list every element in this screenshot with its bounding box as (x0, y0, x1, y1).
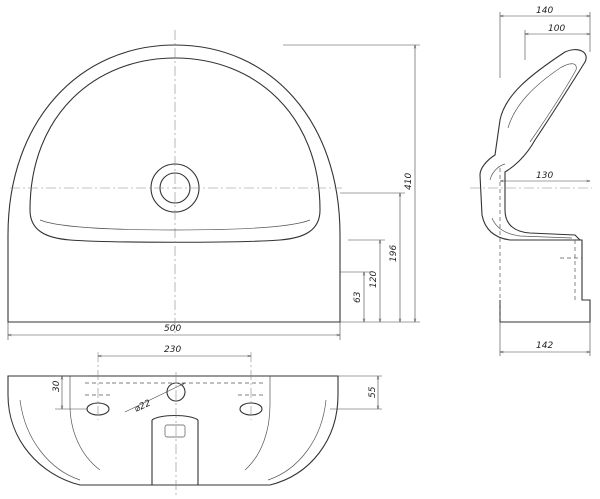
dim-label-120: 120 (369, 271, 379, 288)
dim-label-196: 196 (389, 245, 399, 262)
dim-label-55: 55 (368, 386, 378, 398)
side-profile-inner (489, 63, 577, 239)
side-view: 140 100 130 142 (470, 6, 592, 356)
top-drain-slot (164, 424, 186, 438)
dim-label-width: 500 (164, 324, 181, 334)
basin-outer-outline (7, 44, 341, 323)
dim-label-63: 63 (353, 291, 363, 303)
side-hidden-lines (499, 168, 582, 322)
front-view: 500 410 196 120 63 (7, 30, 420, 340)
top-inner-outline (69, 376, 271, 471)
top-hidden-lines (85, 382, 264, 396)
dim-label-30: 30 (52, 380, 62, 392)
top-front-rim (19, 399, 327, 481)
dim-label-130: 130 (536, 171, 553, 181)
top-drain-channel (151, 414, 199, 485)
side-profile-outer (479, 49, 591, 323)
dim-label-100: 100 (548, 24, 565, 34)
dim-label-140: 140 (536, 6, 553, 16)
basin-inner-bowl (29, 57, 321, 243)
dim-label-230: 230 (164, 345, 181, 355)
dim-label-410: 410 (404, 173, 414, 190)
top-outer-outline (7, 375, 339, 486)
top-view: 230 30 55 ⌀22 (7, 345, 382, 495)
dim-label-hole-dia: ⌀22 (133, 398, 153, 414)
leader-hole-dia (124, 383, 185, 413)
dim-label-142: 142 (536, 341, 553, 351)
